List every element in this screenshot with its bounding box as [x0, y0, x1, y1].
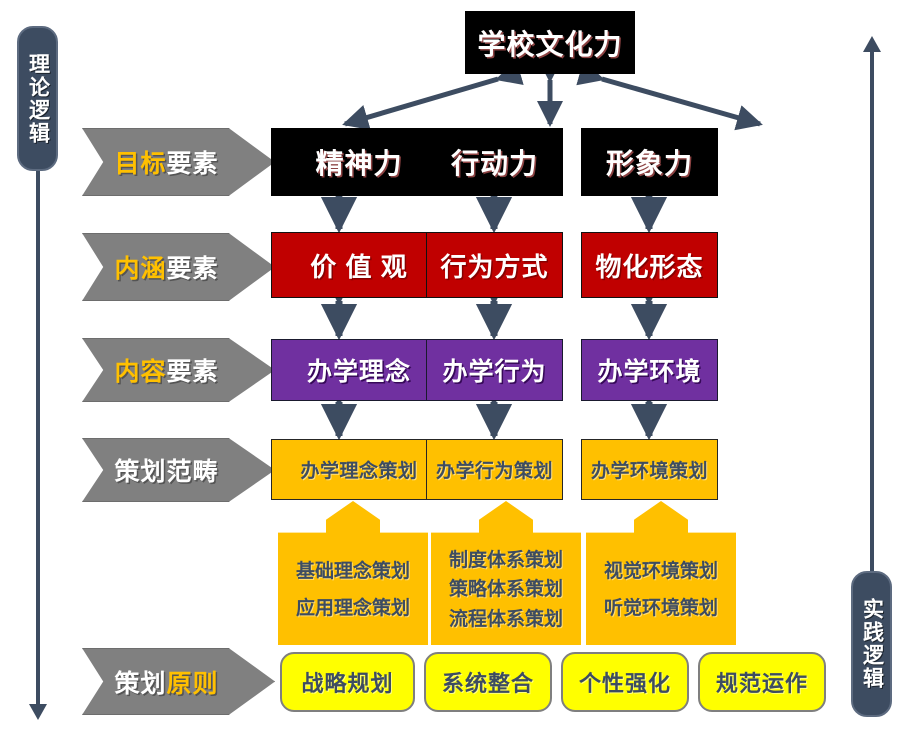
detail-arrow-block-1[interactable]: 基础理念策划 应用理念策划	[278, 501, 428, 645]
detail-item: 制度体系策划	[448, 549, 563, 571]
connotation-box-2-label: 行为方式	[440, 251, 549, 282]
detail-item: 策略体系策划	[448, 579, 563, 601]
detail-item: 流程体系策划	[448, 608, 563, 630]
scope-box-3-label: 办学环境策划	[590, 461, 708, 482]
principle-pill-2-label: 系统整合	[441, 671, 534, 696]
left-rail-line	[36, 150, 40, 716]
page-title: 学校文化力	[477, 28, 623, 60]
scope-box-2-label: 办学行为策划	[435, 461, 553, 482]
principle-pill-1-label: 战略规划	[301, 671, 394, 696]
row-label-scope-text: 策划范畴	[114, 458, 219, 486]
content-box-2-label: 办学行为	[442, 358, 547, 386]
right-rail-line	[870, 50, 874, 578]
row-label-connotation[interactable]: 内涵要素	[82, 233, 275, 301]
scope-box-3[interactable]: 办学环境策划	[581, 439, 718, 500]
connotation-box-3-label: 物化形态	[595, 251, 704, 282]
content-box-1[interactable]: 办学理念	[271, 339, 447, 401]
scope-box-2[interactable]: 办学行为策划	[426, 439, 563, 500]
left-rail-arrow-down	[29, 704, 47, 720]
connotation-box-2[interactable]: 行为方式	[426, 232, 563, 298]
principle-pill-3-label: 个性强化	[578, 671, 671, 696]
goal-box-2-label: 行动力	[450, 148, 538, 179]
row-label-scope[interactable]: 策划范畴	[82, 438, 275, 502]
goal-box-2[interactable]: 行动力	[426, 128, 563, 196]
row-label-principles-text: 策划原则	[114, 669, 219, 698]
connotation-box-3[interactable]: 物化形态	[581, 232, 718, 298]
detail-item: 基础理念策划	[295, 560, 410, 582]
detail-item: 听觉环境策划	[603, 598, 718, 619]
content-box-3-label: 办学环境	[597, 358, 702, 386]
detail-item: 应用理念策划	[295, 598, 410, 619]
left-rail-label: 理论逻辑	[26, 52, 50, 145]
detail-arrow-block-1-text: 基础理念策划 应用理念策划	[296, 519, 410, 627]
goal-box-3[interactable]: 形象力	[581, 128, 718, 196]
left-rail-pill: 理论逻辑	[17, 26, 58, 171]
principle-pill-3[interactable]: 个性强化	[561, 652, 689, 712]
scope-box-1-label: 办学理念策划	[300, 461, 418, 482]
content-box-1-label: 办学理念	[306, 358, 411, 386]
principle-pill-2[interactable]: 系统整合	[424, 652, 552, 712]
goal-box-3-label: 形象力	[605, 148, 693, 179]
diagram-title-box: 学校文化力	[465, 11, 635, 74]
row-label-content-text: 内容要素	[114, 358, 219, 386]
connotation-box-1[interactable]: 价 值 观	[271, 232, 447, 298]
detail-arrow-block-2-text: 制度体系策划 策略体系策划 流程体系策划	[449, 512, 563, 634]
detail-arrow-block-2[interactable]: 制度体系策划 策略体系策划 流程体系策划	[431, 501, 581, 645]
content-box-2[interactable]: 办学行为	[426, 339, 563, 401]
principle-pill-1[interactable]: 战略规划	[280, 652, 415, 712]
goal-box-1[interactable]: 精神力	[271, 128, 447, 196]
row-label-connotation-text: 内涵要素	[114, 255, 219, 283]
row-label-goal-text: 目标要素	[114, 150, 219, 178]
detail-item: 视觉环境策划	[603, 560, 718, 582]
right-rail-arrow-up	[863, 36, 881, 52]
row-label-content[interactable]: 内容要素	[82, 338, 275, 402]
row-label-principles[interactable]: 策划原则	[82, 648, 275, 715]
goal-box-1-label: 精神力	[315, 148, 403, 179]
detail-arrow-block-3[interactable]: 视觉环境策划 听觉环境策划	[586, 501, 736, 645]
detail-arrow-block-3-text: 视觉环境策划 听觉环境策划	[604, 519, 718, 627]
principle-pill-4-label: 规范运作	[715, 671, 808, 696]
row-label-goal[interactable]: 目标要素	[82, 128, 275, 196]
principle-pill-4[interactable]: 规范运作	[698, 652, 826, 712]
connotation-box-1-label: 价 值 观	[310, 251, 408, 282]
content-box-3[interactable]: 办学环境	[581, 339, 718, 401]
scope-box-1[interactable]: 办学理念策划	[271, 439, 447, 500]
right-rail-pill: 实践逻辑	[851, 571, 892, 717]
right-rail-label: 实践逻辑	[860, 598, 884, 690]
